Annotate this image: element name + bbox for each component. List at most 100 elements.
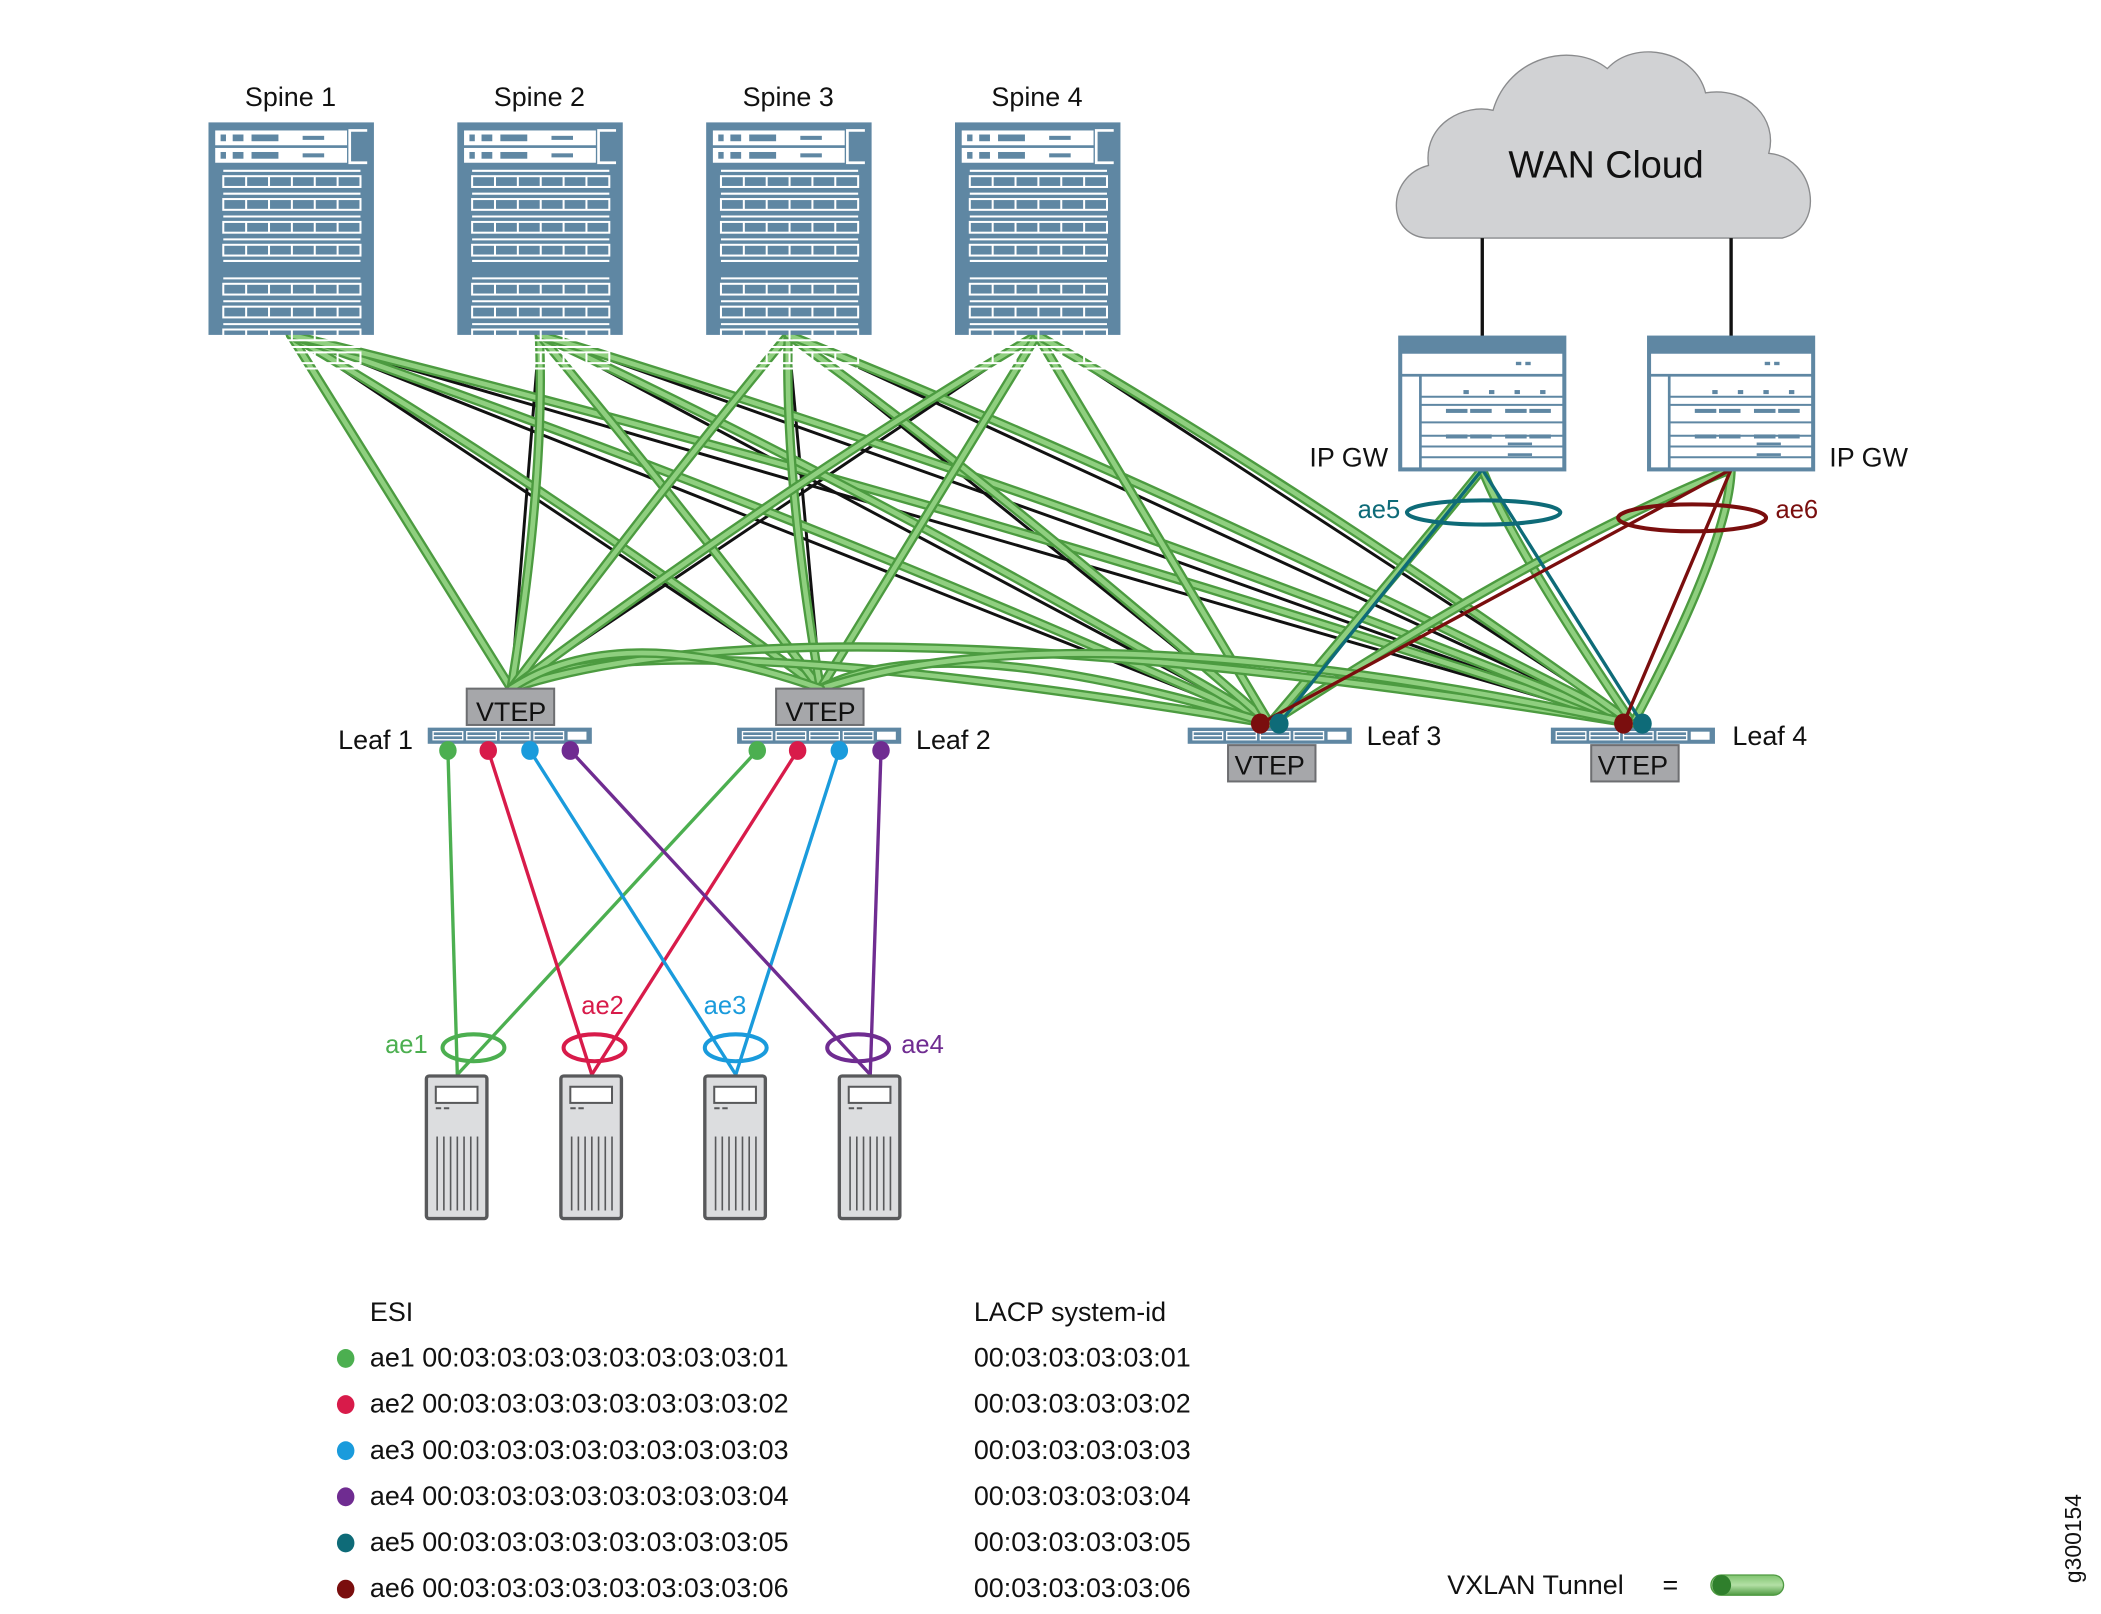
legend-esi-value: ae5 00:03:03:03:03:03:03:03:03:05 <box>370 1527 789 1557</box>
spine-1-label: Spine 1 <box>245 82 336 112</box>
server-1[interactable] <box>424 1074 489 1221</box>
ae1-port-dot[interactable] <box>748 741 767 760</box>
ae2-ring <box>561 1032 628 1064</box>
vxlan-tunnel-spine3-leaf4 <box>783 330 1638 729</box>
legend-row-ae6: ae6 00:03:03:03:03:03:03:03:03:06 00:03:0… <box>336 1573 1191 1603</box>
vtep-box <box>1227 744 1317 783</box>
legend-esi-value: ae2 00:03:03:03:03:03:03:03:03:02 <box>370 1389 789 1419</box>
ae1-port-dot[interactable] <box>439 741 457 760</box>
legend-esi-value: ae3 00:03:03:03:03:03:03:03:03:03 <box>370 1435 789 1465</box>
vxlan-tunnel-spine3-leaf2 <box>783 330 826 694</box>
ae4-port-dot[interactable] <box>872 741 890 760</box>
ip-gateway-2[interactable] <box>1647 335 1816 472</box>
spine-2[interactable] <box>457 122 623 370</box>
ae5-link-leaf3 <box>1277 468 1484 725</box>
spine-3-label: Spine 3 <box>743 82 834 112</box>
spine-4[interactable] <box>955 122 1121 370</box>
legend-dot-icon <box>336 1487 355 1507</box>
router-chassis-icon <box>1647 335 1816 472</box>
ae3-link-leaf2 <box>734 749 841 1076</box>
ae3-port-dot[interactable] <box>521 741 539 760</box>
ae5-bundle: ae5 <box>1358 496 1563 527</box>
gateway-2-label: IP GW <box>1829 443 1908 473</box>
spine-slot <box>961 130 1094 146</box>
leaf-4-label: Leaf 4 <box>1732 721 1807 751</box>
tunnel-legend: VXLAN Tunnel = <box>1447 1570 1785 1600</box>
ae5-port-dot[interactable] <box>1269 713 1289 734</box>
ae4-link-leaf2 <box>868 750 883 1075</box>
ae2-port-dot[interactable] <box>479 741 498 760</box>
legend-dot-icon <box>336 1441 355 1461</box>
legend-dot-icon <box>336 1349 355 1368</box>
leaf-4[interactable] <box>1550 713 1715 783</box>
legend-row-ae3: ae3 00:03:03:03:03:03:03:03:03:03 00:03:0… <box>336 1435 1191 1465</box>
server-4[interactable] <box>837 1074 902 1221</box>
ae6-link-leaf4 <box>1621 468 1733 725</box>
spine-1[interactable] <box>208 122 374 370</box>
vxlan-tunnel-spine1-leaf2 <box>285 330 826 694</box>
ae6-port-dot[interactable] <box>1250 713 1270 734</box>
vxlan-tunnel-spine1-leaf1 <box>285 330 516 694</box>
ae2-link-leaf2 <box>590 749 800 1076</box>
ae2-port-dot[interactable] <box>788 741 807 760</box>
ip-gateway-1[interactable] <box>1398 335 1567 472</box>
router-chassis-icon <box>1398 335 1567 472</box>
leaf-1[interactable] <box>427 687 592 760</box>
leaf-1-vtep-label: VTEP <box>476 697 546 727</box>
spine-3[interactable] <box>706 122 872 370</box>
ae6-link-leaf3 <box>1259 467 1732 726</box>
spine-slot <box>961 147 1094 163</box>
legend-lacp-value: 00:03:03:03:03:06 <box>974 1573 1191 1603</box>
ae6-ring <box>1616 502 1769 534</box>
vxlan-tunnel-spine4-leaf1 <box>506 330 1042 694</box>
vtep-box <box>465 687 556 726</box>
ae6-port-dot[interactable] <box>1614 713 1633 734</box>
leaf-2[interactable] <box>737 687 902 760</box>
underlay-link <box>538 333 1634 726</box>
underlay-link <box>290 333 1634 726</box>
spine-slot <box>215 130 348 146</box>
leaf-3-label: Leaf 3 <box>1367 721 1442 751</box>
server-3[interactable] <box>703 1074 768 1221</box>
wan-cloud[interactable]: WAN Cloud <box>1395 51 1811 239</box>
ae3-port-dot[interactable] <box>830 741 849 760</box>
cloud-icon <box>1395 51 1811 239</box>
legend-esi-value: ae6 00:03:03:03:03:03:03:03:03:06 <box>370 1573 789 1603</box>
ae1-link-leaf1 <box>446 750 460 1075</box>
legend-lacp-value: 00:03:03:03:03:03 <box>974 1435 1191 1465</box>
spine-4-label: Spine 4 <box>991 82 1082 112</box>
leaf-4-vtep-label: VTEP <box>1598 751 1668 781</box>
legend-lacp-value: 00:03:03:03:03:01 <box>974 1343 1191 1373</box>
ae1-link-leaf2 <box>456 749 759 1076</box>
vxlan-tunnel-gw1-leaf4 <box>1477 464 1638 729</box>
vxlan-tunnel-spine4-leaf2 <box>815 330 1042 694</box>
vxlan-tunnel-leaf1-leaf2 <box>506 648 826 694</box>
server-2[interactable] <box>559 1074 624 1221</box>
spine-slot <box>464 130 596 146</box>
ae5-label: ae5 <box>1358 496 1401 524</box>
ae3-ring <box>702 1032 769 1064</box>
ae6-label: ae6 <box>1775 496 1818 524</box>
gateway-1-label: IP GW <box>1309 443 1388 473</box>
legend-dot-icon <box>336 1533 355 1553</box>
legend-esi-value: ae4 00:03:03:03:03:03:03:03:03:04 <box>370 1481 789 1511</box>
legend-lacp-value: 00:03:03:03:03:02 <box>974 1389 1191 1419</box>
vxlan-tunnel-leaf1-leaf4 <box>506 642 1638 729</box>
ae6-bundle: ae6 <box>1616 496 1818 534</box>
leaf-3-vtep-label: VTEP <box>1235 751 1305 781</box>
vxlan-tunnel-gw2-leaf4 <box>1628 464 1736 729</box>
leaf-3[interactable] <box>1187 713 1352 783</box>
ae5-ring <box>1404 498 1563 527</box>
leaf-2-vtep-label: VTEP <box>785 697 855 727</box>
ae5-port-dot[interactable] <box>1632 713 1652 734</box>
legend-dot-icon <box>336 1395 355 1414</box>
vxlan-tunnel-leaf2-leaf4 <box>815 648 1638 729</box>
vxlan-tunnel-spine2-leaf4 <box>534 330 1638 729</box>
legend-dot-icon <box>336 1579 355 1599</box>
ae4-port-dot[interactable] <box>561 741 580 760</box>
vxlan-tunnel-spine4-leaf4 <box>1032 330 1638 729</box>
leaf-2-label: Leaf 2 <box>916 725 991 755</box>
